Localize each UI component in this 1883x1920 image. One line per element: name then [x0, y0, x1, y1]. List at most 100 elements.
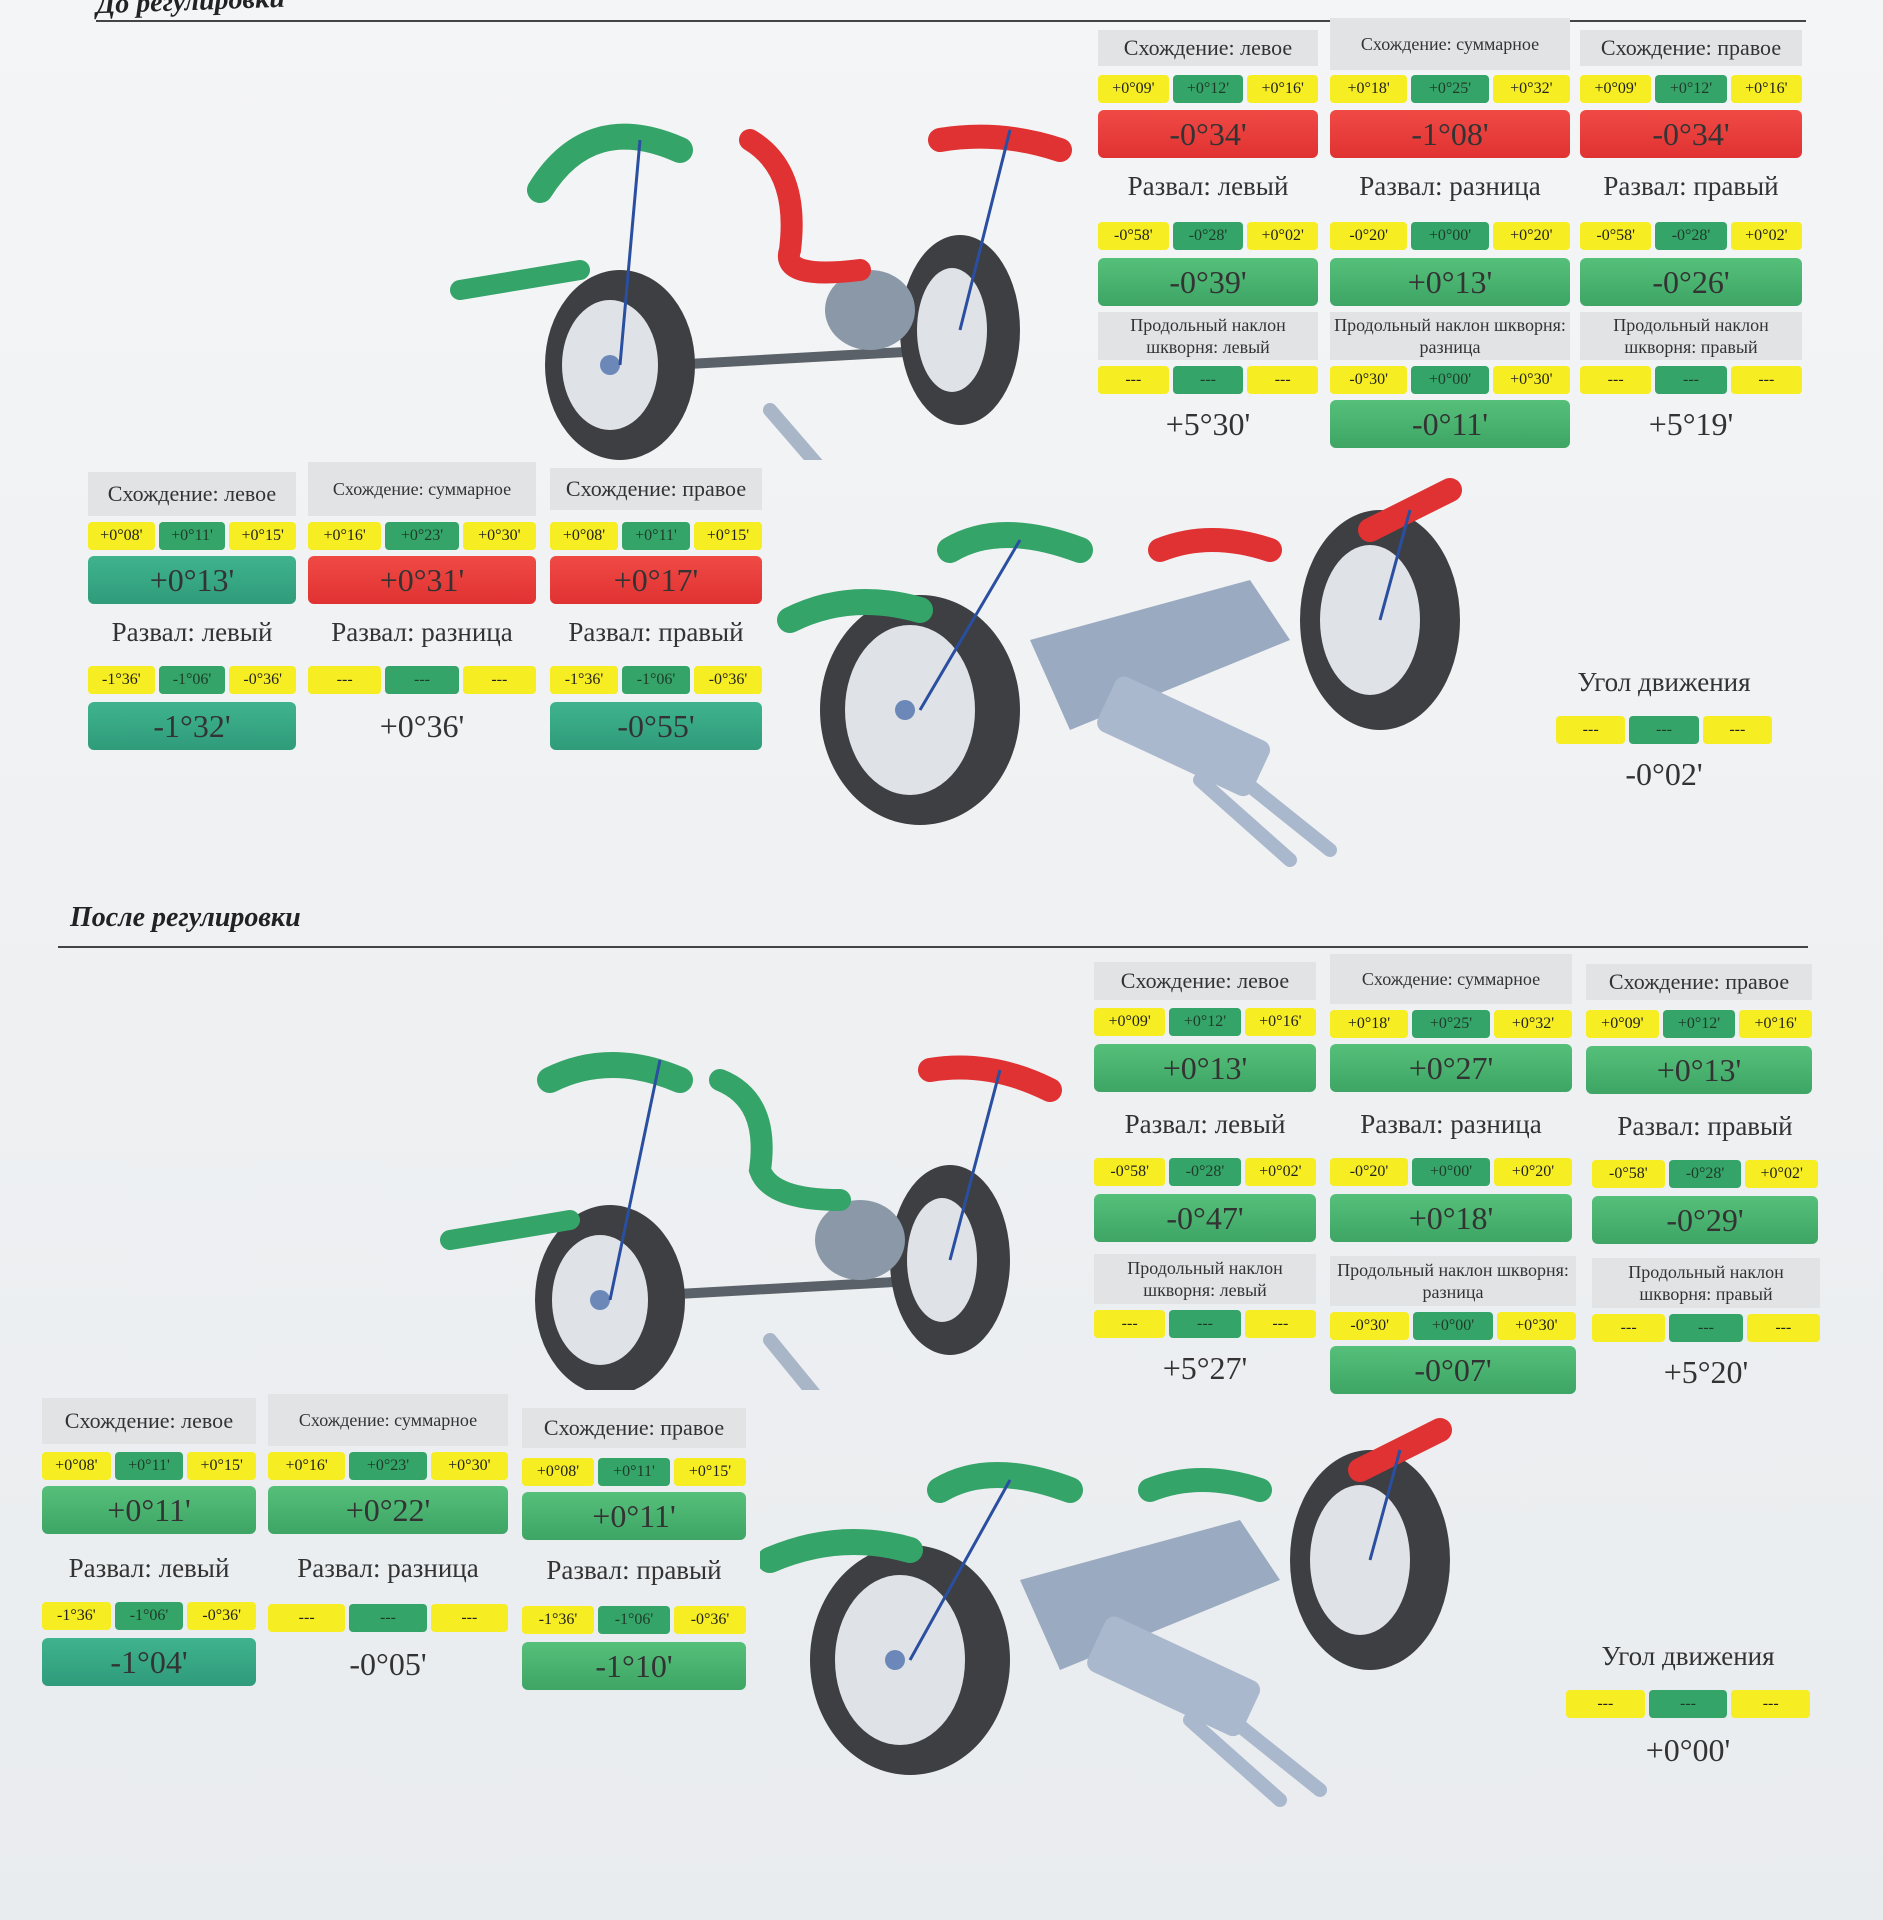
tolerance-range: -0°30' +0°00' +0°30' [1330, 366, 1570, 394]
before-front-camber-diff: Развал: разница -0°20' +0°00' +0°20' +0°… [1330, 166, 1570, 306]
range-nominal: --- [1669, 1314, 1743, 1342]
tolerance-range: +0°16' +0°23' +0°30' [268, 1452, 508, 1480]
measured-value: -0°34' [1580, 110, 1802, 158]
after-rear-toe-left: Схождение: левое +0°08' +0°11' +0°15' +0… [42, 1398, 257, 1538]
before-rear-toe-total: Схождение: суммарное +0°16' +0°23' +0°30… [308, 462, 536, 604]
tolerance-range: -0°20' +0°00' +0°20' [1330, 1158, 1572, 1186]
before-front-toe-left: Схождение: левое +0°09' +0°12' +0°16' -0… [1098, 30, 1319, 160]
range-max: +0°16' [1739, 1010, 1813, 1038]
range-nominal: -1°06' [622, 666, 690, 694]
range-max: --- [1746, 1314, 1820, 1342]
tolerance-range: -0°58' -0°28' +0°02' [1098, 222, 1319, 250]
measure-label: Продольный наклон шкворня: левый [1094, 1254, 1316, 1304]
measured-value: -0°02' [1625, 755, 1703, 792]
range-min: --- [308, 666, 382, 694]
tolerance-range: -0°20' +0°00' +0°20' [1330, 222, 1570, 250]
range-max: +0°32' [1492, 75, 1570, 103]
tolerance-range: +0°08' +0°11' +0°15' [88, 522, 297, 550]
range-max: +0°16' [1247, 75, 1319, 103]
before-front-caster-diff: Продольный наклон шкворня: разница -0°30… [1330, 312, 1570, 452]
range-min: -0°58' [1094, 1158, 1166, 1186]
section-title-after: После регулировки [70, 902, 301, 933]
range-nominal: -0°28' [1655, 222, 1727, 250]
after-rear-toe-right: Схождение: правое +0°08' +0°11' +0°15' +… [522, 1408, 746, 1542]
range-nominal: +0°12' [1662, 1010, 1736, 1038]
after-front-caster-diff: Продольный наклон шкворня: разница -0°30… [1330, 1256, 1576, 1398]
range-min: +0°09' [1094, 1008, 1166, 1036]
measure-label: Схождение: правое [1580, 30, 1802, 66]
range-nominal: --- [1629, 716, 1699, 744]
measure-label: Продольный наклон шкворня: правый [1580, 312, 1802, 360]
tolerance-range: +0°08' +0°11' +0°15' [522, 1458, 746, 1486]
tolerance-range: --- --- --- [1592, 1314, 1820, 1342]
measure-label: Развал: разница [331, 617, 513, 647]
before-front-caster-right: Продольный наклон шкворня: правый --- --… [1580, 312, 1802, 452]
measure-label: Схождение: суммарное [308, 462, 536, 516]
tolerance-range: -1°36' -1°06' -0°36' [522, 1606, 746, 1634]
measured-value: +5°30' [1165, 405, 1251, 442]
range-min: +0°09' [1098, 75, 1169, 103]
tolerance-range: --- --- --- [1580, 366, 1802, 394]
range-min: --- [1556, 716, 1626, 744]
range-nominal: +0°00' [1412, 1158, 1490, 1186]
range-max: +0°30' [1496, 1312, 1576, 1340]
range-nominal: -1°06' [114, 1602, 184, 1630]
range-max: --- [1244, 1310, 1316, 1338]
range-min: -0°30' [1330, 366, 1408, 394]
measured-value: -0°34' [1098, 110, 1318, 158]
measure-label: Схождение: левое [42, 1398, 256, 1444]
rear-axle-illustration-before [777, 478, 1462, 867]
measure-label: Схождение: правое [522, 1408, 746, 1448]
range-min: -0°20' [1330, 222, 1408, 250]
range-max: +0°16' [1244, 1008, 1316, 1036]
after-rear-camber-diff: Развал: разница --- --- --- -0°05' [268, 1548, 508, 1692]
range-min: +0°18' [1330, 1010, 1408, 1038]
after-rear-camber-right: Развал: правый -1°36' -1°06' -0°36' -1°1… [522, 1550, 746, 1694]
tolerance-range: --- --- --- [308, 666, 536, 694]
measure-label: Угол движения [1577, 667, 1751, 697]
range-max: --- [1730, 366, 1802, 394]
range-min: +0°18' [1330, 75, 1408, 103]
measure-label: Развал: правый [546, 1555, 722, 1585]
before-rear-camber-right: Развал: правый -1°36' -1°06' -0°36' -0°5… [550, 612, 762, 752]
measured-value: -0°11' [1330, 400, 1570, 448]
range-max: +0°15' [674, 1458, 746, 1486]
measured-value: +0°36' [379, 707, 465, 744]
tolerance-range: -1°36' -1°06' -0°36' [550, 666, 762, 694]
after-front-camber-left: Развал: левый -0°58' -0°28' +0°02' -0°47… [1094, 1104, 1316, 1244]
range-max: -0°36' [187, 1602, 257, 1630]
measure-label: Развал: правый [568, 617, 744, 647]
range-nominal: -0°28' [1172, 222, 1244, 250]
measure-label: Продольный наклон шкворня: разница [1330, 1256, 1576, 1306]
tolerance-range: -1°36' -1°06' -0°36' [42, 1602, 257, 1630]
range-min: +0°16' [268, 1452, 346, 1480]
after-front-caster-right: Продольный наклон шкворня: правый --- --… [1592, 1258, 1820, 1400]
range-max: +0°20' [1494, 1158, 1572, 1186]
range-max: +0°02' [1745, 1160, 1819, 1188]
tolerance-range: +0°16' +0°23' +0°30' [308, 522, 536, 550]
range-max: --- [462, 666, 536, 694]
before-rear-toe-left: Схождение: левое +0°08' +0°11' +0°15' +0… [88, 472, 297, 604]
range-max: +0°15' [694, 522, 762, 550]
range-min: -0°58' [1098, 222, 1169, 250]
range-min: -0°58' [1580, 222, 1652, 250]
measure-label: Продольный наклон шкворня: правый [1592, 1258, 1820, 1308]
measured-value: -0°07' [1330, 1346, 1576, 1394]
tolerance-range: +0°09' +0°12' +0°16' [1094, 1008, 1316, 1036]
range-max: +0°15' [229, 522, 297, 550]
range-nominal: -0°28' [1169, 1158, 1241, 1186]
measure-label: Схождение: правое [1586, 964, 1812, 1000]
range-min: +0°08' [550, 522, 618, 550]
range-nominal: +0°11' [622, 522, 690, 550]
range-nominal: --- [1172, 366, 1244, 394]
tolerance-range: +0°09' +0°12' +0°16' [1586, 1010, 1813, 1038]
before-front-camber-right: Развал: правый -0°58' -0°28' +0°02' -0°2… [1580, 166, 1802, 306]
range-min: --- [1580, 366, 1652, 394]
tolerance-range: --- --- --- [1556, 716, 1772, 744]
measured-value: +0°11' [522, 1492, 746, 1540]
range-max: +0°02' [1244, 1158, 1316, 1186]
after-rear-toe-total: Схождение: суммарное +0°16' +0°23' +0°30… [268, 1394, 508, 1538]
range-min: +0°08' [42, 1452, 111, 1480]
range-nominal: --- [385, 666, 459, 694]
tolerance-range: -0°58' -0°28' +0°02' [1580, 222, 1802, 250]
